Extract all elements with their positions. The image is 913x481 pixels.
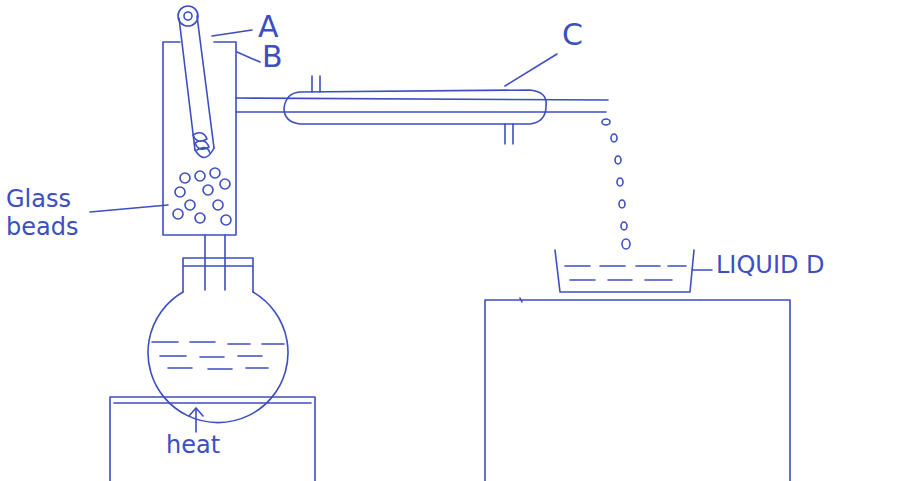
leader-line (212, 30, 252, 36)
part-label: heat (166, 432, 246, 460)
part-label: Glass beads (6, 186, 90, 241)
delivery-tube (236, 98, 608, 112)
drop (611, 134, 617, 142)
distillate-drops (602, 119, 630, 249)
glass-bead (185, 200, 195, 210)
thermometer-top (184, 12, 192, 20)
drop (615, 156, 621, 164)
drop (602, 119, 610, 125)
glass-bead (220, 179, 230, 189)
leader-line (505, 54, 557, 86)
leader-line (692, 269, 712, 271)
water-inlet (312, 76, 320, 92)
condenser (284, 90, 546, 124)
thermometer (179, 16, 214, 150)
glass-bead (203, 185, 213, 195)
thermometer-top (178, 6, 198, 26)
drop (622, 239, 630, 249)
drop (617, 178, 623, 186)
glass-bead (195, 213, 205, 223)
flask-neck (183, 258, 253, 292)
drop (621, 222, 627, 230)
glass-bead (210, 168, 220, 178)
drop (619, 200, 625, 208)
leader-line (237, 52, 260, 62)
heat-arrow (189, 408, 203, 432)
fractionating-column (163, 42, 236, 235)
part-label: LIQUID D (716, 252, 826, 280)
part-label: C (562, 18, 602, 53)
heater-stand (110, 397, 315, 481)
glass-bead (221, 215, 231, 225)
glass-bead (195, 171, 205, 181)
beaker-stand (485, 298, 790, 481)
thermometer-bulb (193, 133, 210, 153)
leader-line (90, 205, 168, 212)
beaker-liquid (565, 266, 686, 280)
column-tube (205, 235, 225, 290)
glass-bead (213, 200, 223, 210)
glass-bead (173, 209, 183, 219)
water-outlet (505, 124, 513, 144)
part-label: B (262, 40, 302, 75)
glass-bead (180, 173, 190, 183)
glass-beads (173, 168, 231, 225)
glass-bead (175, 187, 185, 197)
beaker (555, 250, 694, 292)
flask-liquid (152, 342, 284, 369)
